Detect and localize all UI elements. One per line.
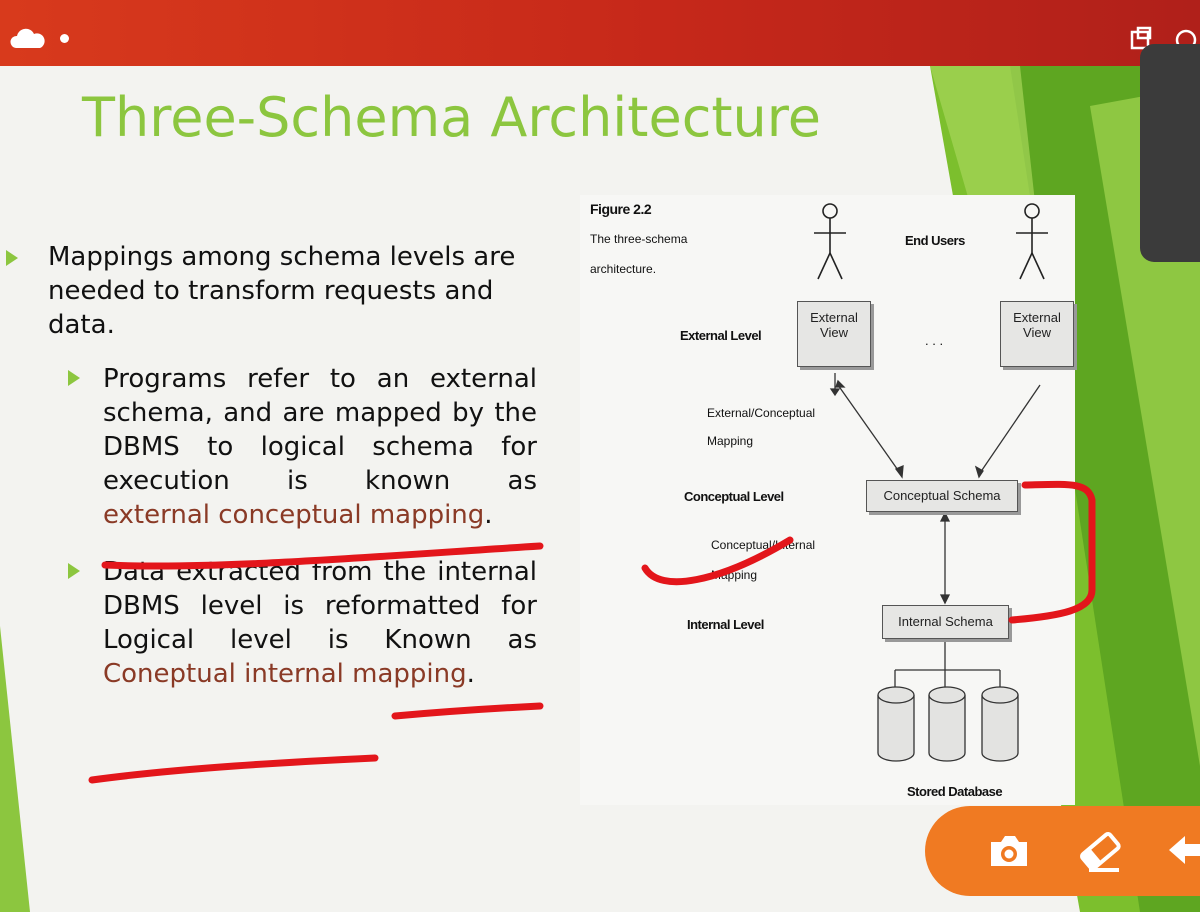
end-user-icon bbox=[1016, 203, 1048, 280]
figure-caption-line2: architecture. bbox=[590, 262, 657, 276]
sub-bullet-tail: . bbox=[466, 659, 475, 689]
figure-caption-title: Figure 2.2 bbox=[590, 201, 652, 217]
figure-caption-line1: The three-schema bbox=[590, 232, 688, 246]
database-cylinders bbox=[877, 686, 1019, 762]
dot-icon bbox=[60, 34, 69, 43]
conceptual-level-label: Conceptual Level bbox=[684, 489, 784, 504]
three-schema-figure: Figure 2.2 The three-schema architecture… bbox=[580, 195, 1075, 805]
sub-bullet-text: Programs refer to an external schema, an… bbox=[103, 364, 537, 496]
figure-connectors bbox=[814, 203, 1048, 762]
annotation-toolbar bbox=[925, 806, 1200, 896]
sub-bullet-highlight: external conceptual mapping bbox=[103, 500, 485, 530]
bullet-arrow-icon bbox=[6, 250, 18, 266]
side-panel[interactable] bbox=[1140, 44, 1200, 262]
top-status-bar bbox=[0, 0, 1200, 66]
sub-bullet-internal-mapping: Data extracted from the internal DBMS le… bbox=[103, 555, 537, 691]
camera-icon[interactable] bbox=[987, 832, 1031, 870]
eraser-icon[interactable] bbox=[1075, 828, 1127, 874]
sub-bullet-highlight: Coneptual internal mapping bbox=[103, 659, 467, 689]
ellipsis: . . . bbox=[925, 333, 944, 348]
sub-bullet-text: Data extracted from the internal DBMS le… bbox=[103, 557, 537, 655]
end-users-label: End Users bbox=[905, 233, 965, 248]
back-arrow-icon[interactable] bbox=[1165, 832, 1200, 868]
external-view-box: External View bbox=[797, 301, 871, 367]
internal-level-label: Internal Level bbox=[687, 617, 764, 632]
external-view-box: External View bbox=[1000, 301, 1074, 367]
conceptual-schema-box: Conceptual Schema bbox=[866, 480, 1018, 512]
internal-schema-box: Internal Schema bbox=[882, 605, 1009, 639]
external-level-label: External Level bbox=[680, 328, 762, 343]
stored-database-label: Stored Database bbox=[907, 784, 1003, 799]
slide-title: Three-Schema Architecture bbox=[82, 86, 822, 149]
bullet-main: Mappings among schema levels are needed … bbox=[48, 242, 516, 340]
sub-bullet-tail: . bbox=[484, 500, 493, 530]
bullet-arrow-icon bbox=[68, 370, 80, 386]
ext-conc-mapping-label-1: External/Conceptual bbox=[707, 406, 816, 420]
cloud-icon bbox=[10, 28, 45, 48]
bullet-arrow-icon bbox=[68, 563, 80, 579]
end-user-icon bbox=[814, 203, 846, 280]
ext-conc-mapping-label-2: Mapping bbox=[707, 434, 754, 448]
sub-bullet-external-mapping: Programs refer to an external schema, an… bbox=[103, 362, 537, 532]
